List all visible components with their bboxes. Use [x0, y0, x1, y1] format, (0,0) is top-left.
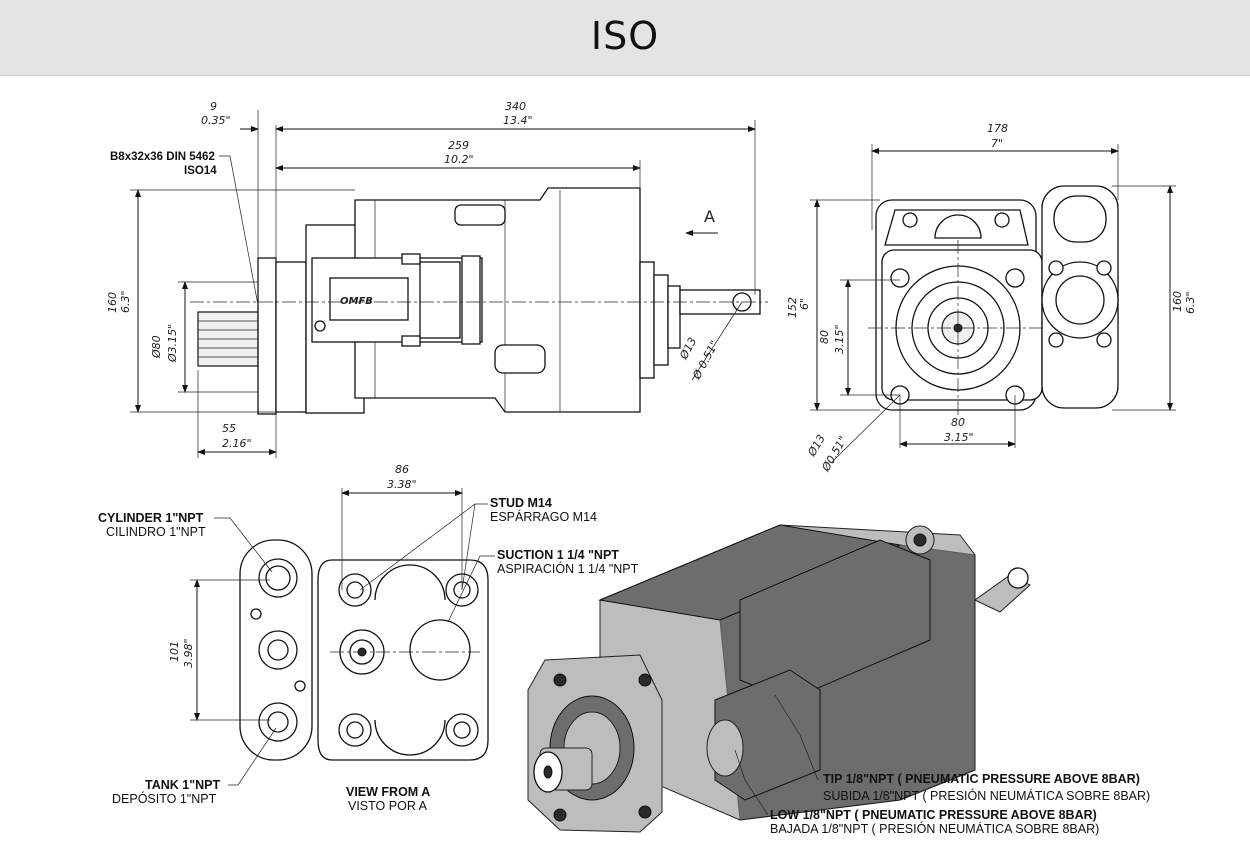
valve-face [317, 559, 489, 761]
suction-label-es: ASPIRACIÓN 1 1/4 "NPT [497, 561, 639, 576]
cylinder-port-label: CYLINDER 1"NPT [98, 511, 204, 525]
low-port-label: LOW 1/8"NPT ( PNEUMATIC PRESSURE ABOVE 8… [770, 808, 1097, 822]
view-a-title-es: VISTO POR A [348, 799, 428, 813]
view-from-a: 86 3.38" 101 3.98" CYLINDER 1"NPT CILIND… [98, 463, 639, 813]
dim-340-in: 13.4" [503, 114, 533, 127]
isometric-view: TIP 1/8"NPT ( PNEUMATIC PRESSURE ABOVE 8… [527, 524, 1150, 836]
dim-160-in: 6.3" [119, 290, 132, 313]
page-title: ISO [590, 14, 660, 58]
mount-flange [257, 257, 277, 415]
dim-160-right-in: 6.3" [1184, 291, 1197, 314]
dim-80: Ø80 [150, 335, 163, 359]
dim-9-in: 0.35" [201, 114, 231, 127]
view-a-title: VIEW FROM A [346, 785, 430, 799]
dim-55: 55 [222, 422, 236, 435]
dim-178-in: 7" [991, 137, 1003, 150]
dim-152-in: 6" [798, 298, 811, 310]
dim-80-horizontal: 80 [951, 416, 965, 429]
svg-text:OMFB: OMFB [340, 296, 373, 307]
dim-86: 86 [395, 463, 409, 476]
dim-80-vertical: 80 [818, 330, 831, 344]
low-port-label-es: BAJADA 1/8"NPT ( PRESIÓN NEUMÁTICA SOBRE… [770, 821, 1099, 836]
dim-152: 152 [786, 297, 799, 318]
dim-160-right: 160 [1171, 291, 1184, 312]
dim-178: 178 [987, 122, 1008, 135]
dim-259-in: 10.2" [444, 153, 474, 166]
spline-iso-label: ISO14 [184, 165, 217, 177]
tank-port-label-es: DEPÓSITO 1"NPT [112, 791, 217, 806]
front-view: 178 7" 152 6" 80 3.15" 160 6.3" 80 3.15"… [786, 122, 1197, 474]
spline-label: B8x32x36 DIN 5462 [110, 151, 215, 163]
dim-101-in: 3.98" [182, 638, 195, 668]
stud-label: STUD M14 [490, 496, 552, 510]
dim-340: 340 [505, 100, 526, 113]
dim-80-vertical-in: 3.15" [833, 324, 846, 354]
suction-label: SUCTION 1 1/4 "NPT [497, 548, 619, 562]
view-arrow-label: A [704, 207, 715, 226]
cylinder-port-label-es: CILINDRO 1"NPT [106, 525, 206, 539]
dim-86-in: 3.38" [387, 478, 417, 491]
dim-55-in: 2.16" [222, 437, 252, 450]
dim-9: 9 [210, 100, 217, 113]
page-header: ISO [0, 0, 1250, 76]
side-view: OMFB A 9 0.35" 340 13.4" 259 10.2" B8 [106, 100, 768, 458]
technical-drawing: OMFB A 9 0.35" 340 13.4" 259 10.2" B8 [98, 100, 1197, 836]
dim-259: 259 [448, 139, 469, 152]
dim-13-front: Ø13 [805, 432, 828, 459]
tip-port-label: TIP 1/8"NPT ( PNEUMATIC PRESSURE ABOVE 8… [823, 772, 1140, 786]
pump-housing [354, 187, 641, 413]
dim-101: 101 [168, 641, 181, 662]
dim-160: 160 [106, 292, 119, 313]
tank-port-label: TANK 1"NPT [145, 778, 221, 792]
dim-80-in: Ø3.15" [166, 324, 179, 363]
tip-port-label-es: SUBIDA 1/8"NPT ( PRESIÓN NEUMÁTICA SOBRE… [823, 788, 1150, 803]
stud-label-es: ESPÁRRAGO M14 [490, 509, 597, 524]
dim-80-horizontal-in: 3.15" [944, 431, 974, 444]
